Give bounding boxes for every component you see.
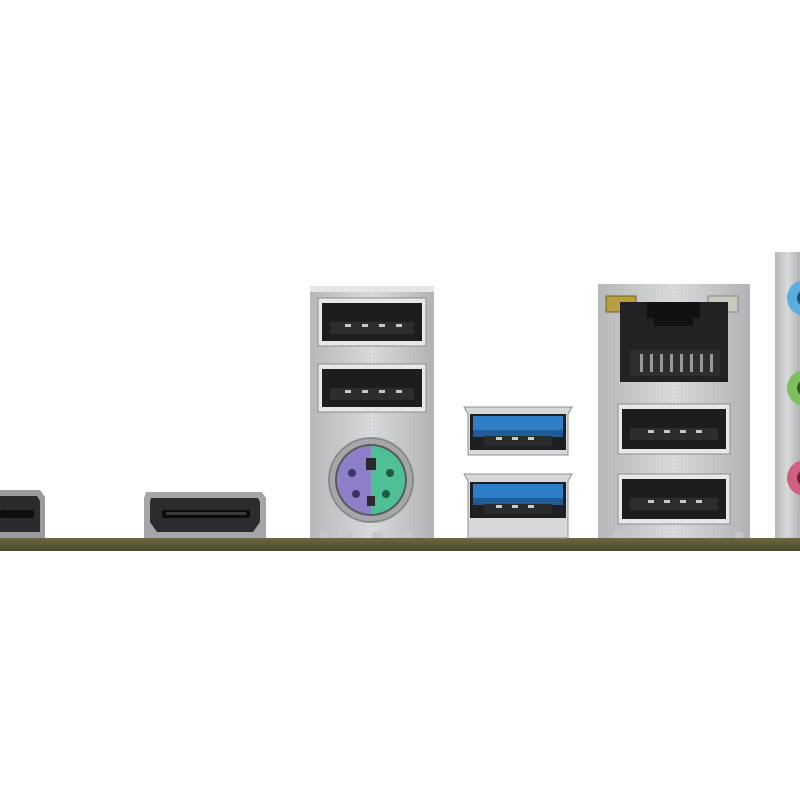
audio-jack-blue (787, 280, 800, 316)
hdmi-port (144, 492, 266, 538)
lan-usb-port-bottom (617, 473, 731, 525)
audio-jack-stack (775, 252, 800, 538)
usb2-port-top (317, 297, 427, 347)
lan-usb-port-top (617, 403, 731, 455)
usb-ps2-stack (310, 286, 434, 538)
usb2-port-bottom (317, 363, 427, 413)
usb3-port-bottom (463, 473, 573, 539)
usb3-stack (463, 406, 573, 539)
pcb-solder-points (320, 532, 743, 538)
rj45-lan-port (620, 302, 728, 382)
usb3-port-top (463, 406, 573, 456)
audio-jack-green (787, 370, 800, 406)
pcb-edge (0, 538, 800, 551)
display-port-connector (0, 490, 45, 538)
audio-jack-pink (787, 460, 800, 496)
ps2-combo-port (328, 437, 414, 523)
lan-usb-stack (598, 284, 750, 538)
